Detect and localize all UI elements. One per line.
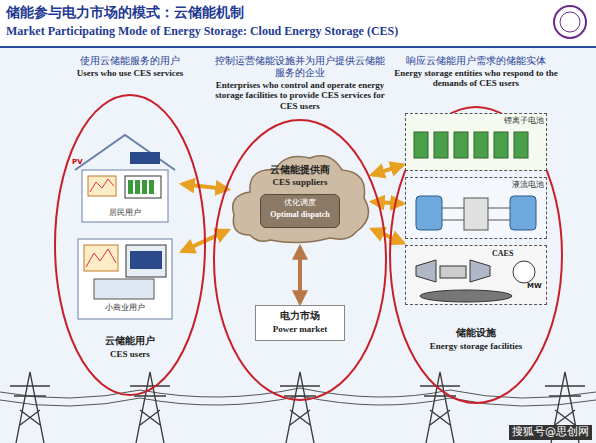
node-text: Optimal dispatch — [261, 210, 339, 219]
node-text: Energy storage entities who respond to t… — [388, 68, 564, 89]
node-text: Enterprises who control and operate ener… — [212, 80, 388, 111]
node-text: CES suppliers — [230, 177, 370, 187]
node-text: 使用云储能服务的用户 — [50, 55, 210, 67]
part-label: MW — [527, 282, 542, 290]
flow-arrow — [372, 229, 403, 243]
slide-title: 储能参与电力市场的模式：云储能机制 — [6, 4, 244, 20]
node-text: CES users — [50, 349, 210, 359]
watermark: 搜狐号@思创网 — [509, 425, 592, 440]
node-text: Users who use CES services — [50, 68, 210, 78]
flow-arrow — [372, 202, 403, 204]
slide-subtitle: Market Participating Mode of Energy Stor… — [6, 25, 398, 39]
node-text: 锂离子电池 — [476, 116, 544, 125]
entity-box: 小商业用户 — [70, 235, 180, 320]
node-text: 控制运营储能设施并为用户提供云储能服务的企业 — [212, 55, 388, 78]
group-ellipse: 使用云储能服务的用户Users who use CES services 云储能用… — [50, 55, 210, 400]
group-ellipse: 响应云储能用户需求的储能实体Energy storage entities wh… — [388, 55, 564, 405]
entity-box: 锂离子电池 — [405, 113, 547, 171]
node-text: 储能设施 — [388, 327, 564, 339]
flow-arrow — [298, 247, 302, 303]
node-text: 电力市场 — [256, 310, 344, 322]
node-text: 响应云储能用户需求的储能实体 — [388, 55, 564, 67]
node-text: 居民用户 — [70, 208, 180, 217]
cloud-node: 云储能提供商CES suppliers 优化调度 Optimal dispatch — [230, 150, 370, 245]
entity-box: 液流电池 — [405, 177, 547, 239]
entity-box: CAES — [405, 245, 547, 305]
flow-arrow — [372, 165, 403, 175]
node-outline — [406, 246, 546, 304]
entity-box: 电力市场 Power market — [255, 305, 345, 341]
node-text: Energy storage facilities — [388, 341, 564, 351]
node-text: CAES — [492, 249, 544, 258]
entity-box: 优化调度 Optimal dispatch — [260, 194, 340, 228]
node-text: 云储能提供商 — [230, 164, 370, 176]
node-text: Power market — [256, 324, 344, 334]
part-label: PV — [72, 158, 83, 166]
group-ellipse: 控制运营储能设施并为用户提供云储能服务的企业Enterprises who co… — [212, 55, 388, 400]
entity-box: 居民用户 — [70, 130, 180, 225]
node-text: 液流电池 — [476, 180, 544, 189]
node-text: 优化调度 — [261, 198, 339, 207]
node-text: 小商业用户 — [70, 303, 180, 312]
node-text: 云储能用户 — [50, 335, 210, 347]
flow-arrow — [182, 184, 228, 189]
node-outline — [50, 55, 210, 400]
